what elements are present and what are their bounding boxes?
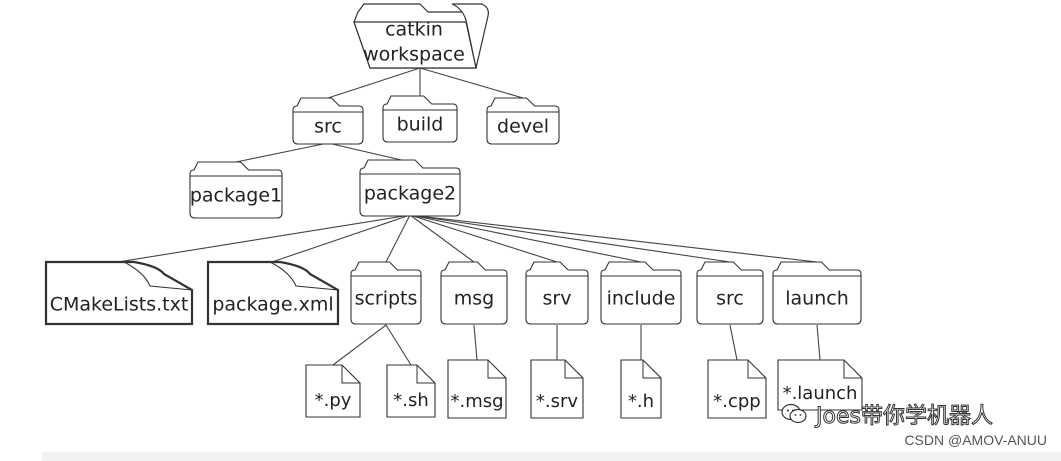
folder-package2-label: package2 (364, 183, 456, 205)
edge-scripts-sh (385, 324, 412, 366)
file-corner-icon (487, 360, 506, 379)
bottom-strip (42, 452, 1061, 461)
folder-devel-label: devel (497, 116, 549, 138)
edge-src-package2 (327, 142, 411, 163)
edge-launch-file (816, 324, 821, 361)
edge-package2-child-2 (385, 214, 411, 263)
document-icon (206, 260, 340, 326)
file-icon (530, 359, 584, 419)
folder-src: src (292, 97, 364, 145)
edge-msg-file (473, 324, 478, 361)
file-cmakelists: CMakeLists.txt (44, 260, 194, 326)
file-icon (620, 359, 662, 419)
leaf-file-1-label: *.sh (393, 390, 429, 411)
file-corner-icon (747, 360, 766, 379)
edge-scripts-py (332, 324, 387, 366)
folder-icon (600, 261, 682, 325)
folder-src-4-label: src (716, 288, 744, 310)
folder-icon (696, 261, 764, 325)
file-package-xml-label: package.xml (212, 294, 333, 316)
root-label-line1: catkin (385, 19, 443, 41)
folder-src-4: src (696, 261, 764, 325)
leaf-file-0-label: *.py (315, 390, 352, 411)
folder-open-icon (353, 21, 477, 69)
leaf-file-6: *.launch (777, 359, 863, 411)
folder-icon (350, 261, 422, 325)
leaf-file-1: *.sh (386, 364, 436, 418)
leaf-file-3: *.srv (530, 359, 584, 419)
leaf-file-4: *.h (620, 359, 662, 419)
watermark-text: Joes带你学机器人 (816, 404, 994, 430)
wechat-icon (781, 403, 807, 424)
leaf-file-5-label: *.cpp (713, 391, 760, 412)
folder-flap-icon (451, 3, 489, 69)
folder-msg-1: msg (440, 261, 508, 325)
folder-build-label: build (397, 114, 444, 136)
folder-srv-2-label: srv (543, 288, 572, 310)
file-icon (386, 364, 436, 418)
edge-package2-child-5 (409, 214, 642, 263)
edge-package2-child-6 (409, 214, 731, 263)
leaf-file-5: *.cpp (707, 359, 767, 419)
edge-src-file (729, 324, 738, 361)
file-icon (305, 364, 361, 418)
folder-launch-5-label: launch (785, 288, 849, 310)
edge-src-package1 (235, 142, 329, 163)
edge-package2-child-3 (409, 214, 475, 263)
folder-icon (525, 261, 589, 325)
folder-icon (382, 95, 458, 143)
credit-text: CSDN @AMOV-ANUU (904, 432, 1047, 448)
folder-include-3-label: include (607, 288, 676, 310)
file-icon (777, 359, 863, 411)
edge-package2-child-1 (271, 214, 411, 263)
watermark: Joes带你学机器人 (780, 398, 1050, 430)
edge-package2-child-4 (409, 214, 558, 263)
folder-build: build (382, 95, 458, 143)
leaf-file-0: *.py (305, 364, 361, 418)
edge-root-src (327, 67, 421, 99)
folder-package1: package1 (189, 161, 283, 219)
leaf-file-3-label: *.srv (536, 391, 579, 412)
folder-package1-label: package1 (190, 185, 282, 207)
document-icon (44, 260, 194, 326)
root-folder: catkin workspace (353, 3, 489, 69)
folder-icon (486, 97, 560, 145)
file-corner-icon (564, 360, 583, 379)
page-curl-icon (123, 261, 193, 291)
file-icon (707, 359, 767, 419)
folder-devel: devel (486, 97, 560, 145)
folder-icon (772, 261, 862, 325)
folder-icon (292, 97, 364, 145)
file-corner-icon (642, 360, 661, 379)
leaf-file-4-label: *.h (628, 391, 654, 412)
file-corner-icon (341, 365, 360, 384)
folder-icon (440, 261, 508, 325)
folder-launch-5: launch (772, 261, 862, 325)
folder-srv-2: srv (525, 261, 589, 325)
folder-scripts-0-label: scripts (355, 288, 418, 310)
folder-msg-1-label: msg (454, 288, 494, 310)
edge-root-devel (419, 67, 524, 99)
folder-package2: package2 (359, 159, 461, 217)
file-icon (447, 359, 507, 419)
folder-include-3: include (600, 261, 682, 325)
edge-package2-child-7 (409, 214, 818, 263)
file-corner-icon (416, 365, 435, 384)
page-curl-icon (269, 261, 339, 291)
edge-package2-child-0 (117, 214, 411, 263)
leaf-file-2-label: *.msg (450, 391, 503, 412)
file-package-xml: package.xml (206, 260, 340, 326)
root-label-line2: workspace (363, 44, 465, 66)
file-cmakelists-label: CMakeLists.txt (50, 294, 189, 316)
leaf-file-2: *.msg (447, 359, 507, 419)
leaf-file-6-label: *.launch (783, 383, 858, 404)
folder-scripts-0: scripts (350, 261, 422, 325)
file-corner-icon (843, 360, 862, 379)
folder-src-label: src (314, 116, 342, 138)
